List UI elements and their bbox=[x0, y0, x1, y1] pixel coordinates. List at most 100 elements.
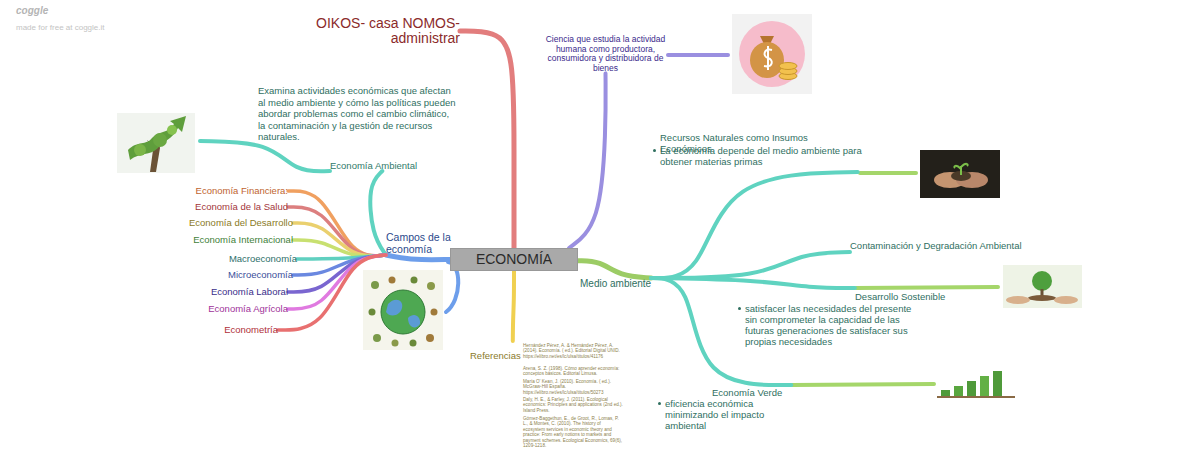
money-bag-image bbox=[732, 14, 812, 94]
topic-text: Desarrollo Sostenible bbox=[855, 291, 945, 302]
topic-body-text: eficiencia económica minimizando el impa… bbox=[665, 398, 803, 431]
topic-text: Ciencia que estudia la actividad humana … bbox=[543, 35, 668, 73]
topic-body-text: Arena, S. Z. (1998). Cómo aprender econo… bbox=[523, 366, 623, 377]
eco-icon bbox=[410, 340, 417, 347]
eco-icon bbox=[427, 282, 435, 290]
hand bbox=[1054, 296, 1078, 304]
image-background bbox=[937, 367, 1015, 398]
ground bbox=[937, 396, 1015, 398]
topic-text: Economía del Desarrollo bbox=[163, 217, 293, 229]
leaf-arrow bbox=[128, 116, 186, 160]
topic-label: Campos de la economía bbox=[386, 231, 456, 255]
topic-text: Economía Ambiental bbox=[330, 160, 417, 171]
foliage bbox=[134, 144, 146, 156]
growth-bars-image bbox=[937, 367, 1015, 398]
field-topic: Economía Financiera: bbox=[158, 185, 288, 197]
watermark: made for free at coggle.it bbox=[16, 23, 105, 32]
eco-icon bbox=[392, 340, 399, 347]
topic-text: Macroeconomía bbox=[167, 253, 297, 265]
sprout bbox=[954, 164, 967, 175]
topic-label: Desarrollo Sosteniblesatisfacer las nece… bbox=[735, 288, 970, 346]
image-background bbox=[117, 113, 195, 173]
branch-connector bbox=[293, 240, 386, 256]
branch-connector bbox=[651, 278, 855, 288]
field-topic: Economía de la Salud bbox=[158, 201, 288, 213]
branch-connector bbox=[651, 252, 850, 278]
eco-icon bbox=[389, 277, 396, 284]
growth-bar bbox=[980, 376, 989, 396]
globe bbox=[381, 290, 425, 334]
growth-bar bbox=[993, 371, 1002, 396]
foliage bbox=[167, 125, 177, 135]
topic-label: Economía Ambiental bbox=[330, 160, 417, 171]
dollar-symbol bbox=[764, 46, 772, 70]
topic-text: Medio ambiente bbox=[580, 278, 651, 290]
topic-text: Economía Agrícola bbox=[158, 303, 288, 315]
topic-label: Medio ambiente bbox=[580, 278, 651, 290]
eco-icon bbox=[369, 309, 376, 316]
hands-soil-image bbox=[920, 150, 1000, 198]
branch-connector bbox=[200, 141, 330, 171]
topic-text: Economía Laboral bbox=[158, 286, 288, 298]
branch-connector bbox=[293, 223, 386, 256]
topic-text: Microeconomía bbox=[163, 269, 293, 281]
branch-connector bbox=[460, 31, 514, 248]
branch-connector bbox=[288, 207, 386, 256]
topic-label: OIKOS- casa NOMOS- administrar bbox=[305, 16, 460, 46]
image-background bbox=[920, 150, 1000, 198]
branch-connector bbox=[288, 191, 386, 256]
eco-icon bbox=[426, 334, 434, 342]
field-topic: Microeconomía bbox=[163, 269, 293, 281]
field-topic: Economía Laboral bbox=[158, 286, 288, 298]
eco-icon bbox=[431, 309, 438, 316]
image-background bbox=[1003, 265, 1082, 308]
leader-line bbox=[792, 384, 934, 385]
bullet-dot bbox=[738, 307, 741, 310]
branch-connector bbox=[569, 73, 606, 248]
bullet-dot bbox=[658, 402, 661, 405]
tree-crown bbox=[1032, 271, 1052, 291]
topic-text: Economía Financiera: bbox=[158, 185, 288, 197]
topic-text: Contaminación y Degradación Ambiental bbox=[850, 240, 1022, 252]
topic-note: Examina actividades económicas que afect… bbox=[200, 85, 457, 141]
bag-body bbox=[750, 42, 784, 78]
field-topic: Economía del Desarrollo bbox=[163, 217, 293, 229]
branch-connector bbox=[578, 261, 651, 278]
watermark: coggle bbox=[16, 5, 48, 16]
coin bbox=[779, 63, 797, 70]
branch-connector bbox=[370, 171, 386, 255]
branch-connector bbox=[288, 255, 386, 309]
field-topic: Econometría bbox=[148, 324, 278, 336]
branch-connector bbox=[513, 271, 514, 341]
topic-text: Econometría bbox=[148, 324, 278, 336]
topic-text: Economía de la Salud bbox=[158, 201, 288, 213]
field-topic: Macroeconomía bbox=[167, 253, 297, 265]
topic-body-text: satisfacer las necesidades del presente … bbox=[745, 303, 923, 347]
topic-text: Economía Internacional bbox=[163, 234, 293, 246]
bullet-dot bbox=[653, 149, 656, 152]
topic-text: OIKOS- casa NOMOS- administrar bbox=[305, 16, 460, 46]
topic-body-text: María O' Kean, J. (2010). Economía. ( ed… bbox=[523, 379, 623, 395]
topic-body-text: Hernández Pérez, A. & Hernández Pérez, A… bbox=[523, 343, 623, 359]
hand bbox=[1006, 296, 1030, 304]
topic-body-text: Gómez-Baggethun, E., de Groot, R., Lomas… bbox=[523, 416, 623, 448]
eco-icon bbox=[411, 277, 418, 284]
globe-water bbox=[386, 300, 420, 328]
central-topic: ECONOMÍA bbox=[450, 248, 578, 271]
leader-line bbox=[668, 53, 728, 57]
growth-bar bbox=[954, 386, 963, 396]
sustainable-tree-image bbox=[1003, 265, 1082, 308]
topic-body-text: Daly, H. E., & Farley, J. (2011). Ecolog… bbox=[523, 397, 623, 413]
growth-bar bbox=[941, 390, 950, 396]
illustrations bbox=[117, 14, 1082, 398]
topic-text: Referencias bbox=[470, 350, 521, 361]
field-topic: Economía Agrícola bbox=[158, 303, 288, 315]
topic-text: ECONOMÍA bbox=[451, 249, 577, 270]
branch-connector bbox=[288, 255, 386, 292]
topic-label: Economía Verdeeficiencia económica minim… bbox=[655, 385, 800, 433]
image-background bbox=[363, 270, 443, 350]
globe-image bbox=[363, 270, 443, 350]
